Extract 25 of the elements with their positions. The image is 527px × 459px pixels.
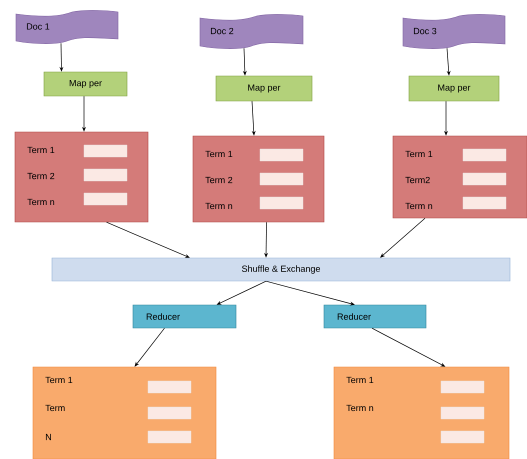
document-label: Doc 2 [210, 28, 234, 34]
mapper-box: Map per [44, 72, 128, 96]
term-label: Term n [27, 198, 54, 206]
term-label: Term 2 [27, 172, 54, 180]
reducer-box: Reducer [132, 304, 236, 328]
term-label: Term n [405, 202, 432, 210]
term-label: Term 1 [45, 376, 72, 384]
term-label: Term 2 [205, 176, 232, 184]
term-label: N [46, 434, 51, 440]
mapper-box: Map per [216, 76, 312, 102]
term-label: Term 1 [205, 150, 232, 158]
term-label: Term n [346, 404, 374, 412]
mapper-box: Map per [408, 76, 500, 102]
term-label: Term 1 [27, 146, 54, 154]
document-label: Doc 1 [26, 23, 50, 30]
arrow [372, 328, 446, 367]
term-label: Term 1 [405, 150, 432, 158]
term-label: Term n [205, 202, 232, 210]
reducer-box: Reducer [324, 304, 426, 328]
shuffle-bar: Shuffle & Exchange [52, 258, 510, 282]
term-label: Term2 [405, 176, 430, 184]
document-label: Doc 3 [414, 28, 436, 34]
term-label: Term [45, 404, 65, 412]
term-label: Term 1 [346, 376, 374, 384]
arrow [380, 218, 426, 258]
